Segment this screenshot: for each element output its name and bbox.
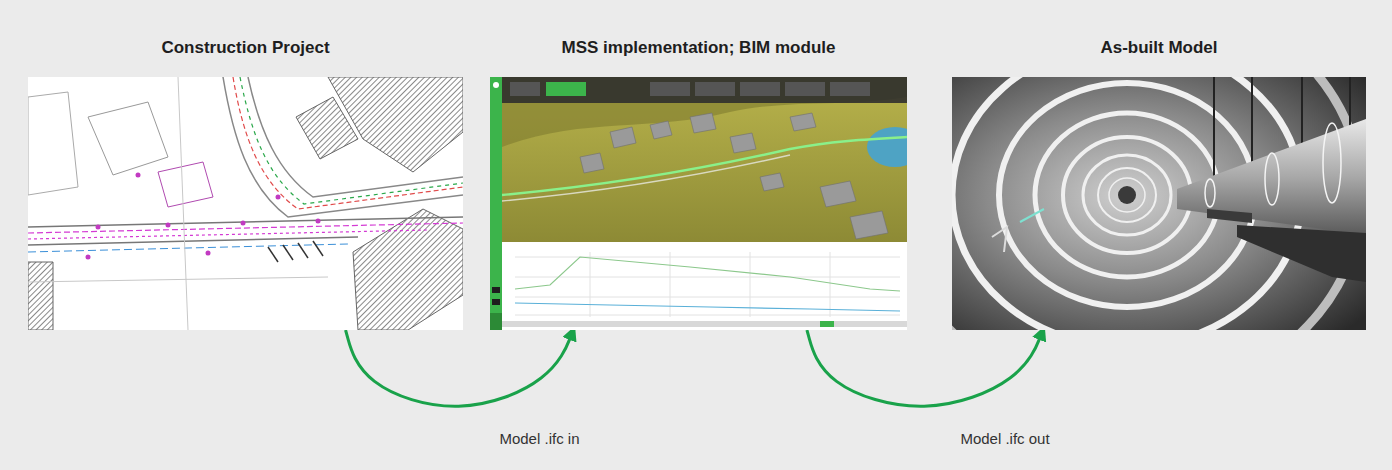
site-plan-image [28, 77, 463, 330]
tunnel-photo [952, 77, 1366, 330]
building-outline [158, 162, 213, 207]
pipe-bracket [1207, 209, 1252, 223]
terrain-view [502, 77, 907, 242]
edge-label: Model .ifc in [495, 428, 583, 449]
sidebar [490, 77, 502, 330]
parcel-line [28, 277, 328, 282]
track-line [502, 155, 790, 201]
tunnel-view [952, 77, 1366, 330]
edge-label: Model .ifc out [956, 428, 1053, 449]
pipe [1177, 119, 1366, 235]
utility-line [233, 77, 463, 209]
profile-line [515, 303, 900, 311]
tunnel-end [1118, 186, 1136, 204]
pipe-bracket [1237, 225, 1366, 282]
toolbar [502, 77, 907, 103]
column-heading: As-built Model [952, 37, 1366, 59]
terrain-hill [502, 77, 907, 147]
screen-ground [490, 77, 907, 330]
flow-arrow [807, 330, 1043, 406]
column-heading: Construction Project [28, 37, 463, 59]
road-edge [28, 217, 463, 227]
toolbar-tabs [510, 82, 870, 96]
cable [1020, 209, 1044, 222]
hatched-building [353, 209, 463, 330]
building-outline [28, 92, 78, 195]
panel: Construction Project [28, 35, 463, 330]
tree-marks [268, 241, 323, 262]
utility-line [240, 77, 463, 204]
utility-line [28, 230, 428, 239]
bim-screenshot [490, 77, 907, 330]
survey-points [86, 173, 321, 260]
profile-line [515, 257, 900, 291]
hatched-building [296, 97, 358, 159]
lake [867, 127, 907, 167]
chart-panel [502, 242, 907, 330]
building-outline [88, 102, 168, 175]
column-heading: MSS implementation; BIM module [490, 37, 907, 59]
plan-paper [28, 77, 463, 330]
wall-bolt [992, 227, 1007, 252]
timeline-bar [502, 321, 907, 327]
road-edge [223, 77, 463, 217]
panel: As-built Model [952, 35, 1366, 330]
pipe-joints [1205, 123, 1341, 207]
chart-grid [515, 252, 900, 317]
sidebar-icons [490, 82, 502, 330]
panel: MSS implementation; BIM module [490, 35, 907, 330]
road-edge [248, 77, 463, 197]
building-blocks [580, 113, 888, 239]
tunnel-wall [952, 77, 1366, 330]
timeline-marker [820, 321, 834, 327]
flow-arrow [346, 330, 574, 406]
utility-line [28, 223, 463, 233]
parcel-line [178, 77, 188, 330]
hatched-building [28, 262, 53, 330]
